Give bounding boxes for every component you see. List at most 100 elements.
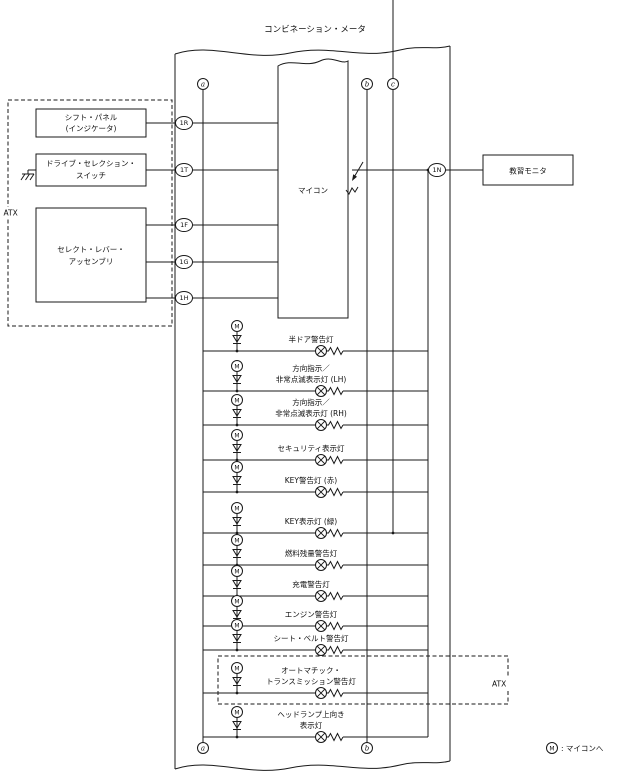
lamp-icon: [315, 419, 344, 431]
lamp-icon: [315, 644, 344, 656]
pin-letter: c: [391, 80, 395, 88]
bus-pin-a-top: a: [197, 78, 209, 90]
shift-panel-rect: [35, 108, 147, 138]
connector-1n: 1N: [428, 163, 446, 177]
micon-terminal-icon: [231, 619, 243, 652]
connector-1r-shape: [175, 116, 193, 130]
lamp-row-label: 燃料残量警告灯: [285, 548, 338, 558]
micon-terminal-icon: [231, 394, 243, 427]
lamp-row-label: 非常点滅表示灯 (RH): [275, 408, 347, 418]
bus-pin-b-bottom: b: [361, 742, 373, 754]
lamp-row-label: 方向指示／: [292, 363, 330, 373]
lamp-icon: [315, 345, 344, 357]
lamp-row-label: トランスミッション警告灯: [266, 676, 356, 686]
pin-letter: b: [365, 80, 370, 88]
bus-pin-b-top: b: [361, 78, 373, 90]
micon-terminal-icon: [231, 429, 243, 462]
lamp-icon: [315, 731, 344, 743]
micon-terminal-icon: [231, 360, 243, 393]
micon-terminal-icon: [231, 461, 243, 494]
pin-circle: [361, 78, 373, 90]
legend-text: : マイコンへ: [561, 744, 604, 753]
training-monitor-rect: [482, 154, 574, 186]
lamp-icon: [315, 620, 344, 632]
lamp-row-label: 非常点滅表示灯 (LH): [276, 374, 347, 384]
bus-pin-c-top: c: [387, 78, 399, 90]
lamp-row-label: ヘッドランプ上向き: [277, 709, 344, 719]
lamp-row-label: シート・ベルト警告灯: [274, 633, 349, 643]
connector-1g-shape: [175, 255, 193, 269]
pin-letter: a: [201, 80, 205, 88]
lamp-row-label: オートマチック・: [281, 666, 341, 675]
bus-pin-a-bottom: a: [197, 742, 209, 754]
connector-1t-shape: [175, 163, 193, 177]
connector-1n-shape: [428, 163, 446, 177]
lamp-row-label: エンジン警告灯: [285, 609, 338, 619]
lamp-icon: [315, 486, 344, 498]
micon-terminal-icon: [231, 320, 243, 353]
connector-1f-shape: [175, 218, 193, 232]
micon-terminal-icon: [231, 565, 243, 598]
select-lever-label-1: セレクト・レバー・: [57, 245, 125, 254]
lamp-row-label: KEY表示灯 (緑): [285, 516, 338, 526]
connector-1t: 1T: [175, 163, 193, 177]
connector-1n-label: 1N: [433, 166, 442, 174]
combination-meter-outline: [174, 45, 451, 771]
pin-circle: [197, 78, 209, 90]
microcomputer-box: [277, 58, 349, 319]
micon-terminal-icon: [231, 502, 243, 535]
pin-letter: b: [365, 744, 370, 752]
training-monitor-label: 教習モニタ: [509, 166, 547, 176]
lamp-row-label: 充電警告灯: [292, 579, 330, 589]
drive-selection-rect: [35, 153, 147, 187]
arrow-squiggle: [345, 186, 359, 195]
ground-icon: [20, 170, 35, 181]
atx-group-box-right: [217, 655, 509, 705]
connector-1h-shape: [175, 291, 193, 305]
meter-top-edge: [174, 45, 451, 56]
drive-selection-label-2: スイッチ: [76, 171, 106, 180]
lamp-icon: [315, 687, 344, 699]
connector-1r-label: 1R: [180, 119, 189, 127]
select-lever-label-2: アッセンブリ: [69, 256, 114, 266]
pin-circle: [361, 742, 373, 754]
drive-selection-label-1: ドライブ・セレクション・: [46, 158, 136, 168]
lamp-row-label: KEY警告灯 (赤): [285, 475, 338, 485]
lamp-row-label: 半ドア警告灯: [289, 334, 334, 344]
micon-terminal-icon: [231, 662, 243, 695]
pin-letter: a: [201, 744, 205, 752]
meter-bottom-edge: [174, 760, 451, 771]
shift-panel-label-1: シフト・パネル: [65, 113, 118, 122]
arrow-head: [352, 174, 357, 181]
connector-1r: 1R: [175, 116, 193, 130]
lamp-icon: [315, 454, 344, 466]
lamp-row-labels: 半ドア警告灯 方向指示／ 非常点滅表示灯 (LH) 方向指示／ 非常点滅表示灯 …: [266, 334, 356, 730]
atx-label-left: ATX: [4, 209, 18, 218]
row-wires: [203, 350, 428, 738]
micon-legend-icon: [546, 742, 558, 754]
connector-1g: 1G: [175, 255, 193, 269]
lamp-icon: [315, 527, 344, 539]
select-lever-assembly-box: セレクト・レバー・ アッセンブリ: [35, 207, 147, 303]
connector-1f: 1F: [175, 218, 193, 232]
select-lever-rect: [35, 207, 147, 303]
micon-terminal-icon: [231, 534, 243, 567]
connector-1h: 1H: [175, 291, 193, 305]
lamp-icon: [315, 590, 344, 602]
pin-circle: [387, 78, 399, 90]
training-monitor-box: 教習モニタ: [482, 154, 574, 186]
shift-panel-label-2: (インジケータ): [66, 124, 117, 133]
output-arrow-icon: [345, 161, 364, 195]
connector-1g-label: 1G: [179, 258, 188, 266]
legend: M : マイコンへ: [546, 742, 604, 754]
micon-legend-letter: M: [549, 745, 554, 752]
microcomputer-label: マイコン: [298, 186, 328, 195]
micon-terminal-icon: [231, 706, 243, 739]
connector-1h-label: 1H: [179, 294, 188, 302]
module-wires: [28, 122, 483, 299]
connector-1f-label: 1F: [180, 221, 188, 229]
atx-label-bg-right: [489, 678, 514, 689]
atx-label-right: ATX: [492, 680, 506, 689]
